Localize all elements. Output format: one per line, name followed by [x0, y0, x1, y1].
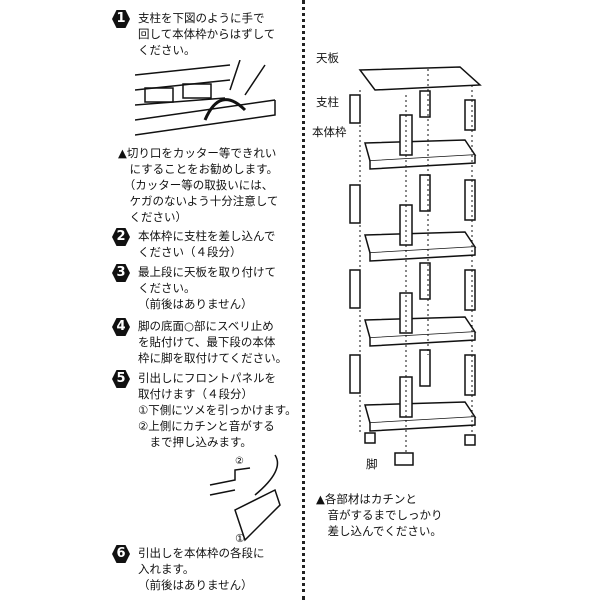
- assembly-note: ▲各部材はカチンと 音がするまでしっかり 差し込んでください。: [316, 492, 443, 538]
- step-text: 脚の底面○部にスベリ止め を貼付けて、最下段の本体 枠に脚を取付けてください。: [138, 319, 288, 365]
- step-number: 1: [112, 10, 130, 28]
- shelf-tower-exploded-view: [349, 66, 482, 466]
- step-number: 2: [112, 228, 130, 246]
- label-leg: 脚: [366, 457, 378, 471]
- step-number: 4: [112, 318, 130, 336]
- post-removal-illustration: [135, 60, 276, 136]
- marker-one: ①: [235, 532, 245, 545]
- step-5: 5 引出しにフロントパネルを 取付けます（４段分） ①下側にツメを引っかけます。…: [112, 370, 312, 450]
- step-1: 1 支柱を下図のように手で 回して本体枠からはずして ください。: [112, 10, 312, 58]
- label-post: 支柱: [316, 95, 339, 109]
- step-number: 6: [112, 545, 130, 563]
- step-3: 3 最上段に天板を取り付けて ください。 （前後はありません）: [112, 264, 312, 312]
- step-4: 4 脚の底面○部にスベリ止め を貼付けて、最下段の本体 枠に脚を取付けてください…: [112, 318, 312, 366]
- step-2: 2 本体枠に支柱を差し込んで ください（４段分）: [112, 228, 312, 260]
- step-text: 最上段に天板を取り付けて ください。 （前後はありません）: [138, 265, 276, 311]
- step-text: 引出しにフロントパネルを 取付けます（４段分） ①下側にツメを引っかけます。 ②…: [138, 371, 297, 449]
- front-panel-illustration: ② ①: [209, 454, 281, 545]
- marker-two: ②: [235, 456, 244, 467]
- step-6: 6 引出しを本体枠の各段に 入れます。 （前後はありません）: [112, 545, 312, 593]
- step-number: 3: [112, 264, 130, 282]
- cutting-note: ▲切り口をカッター等できれい にすることをお勧めします。 （カッター等の取扱いに…: [118, 146, 279, 224]
- step-text: 本体枠に支柱を差し込んで ください（４段分）: [138, 229, 276, 259]
- label-frame: 本体枠: [312, 125, 347, 139]
- label-top-board: 天板: [316, 51, 339, 65]
- step-number: 5: [112, 370, 130, 388]
- step-text: 支柱を下図のように手で 回して本体枠からはずして ください。: [138, 11, 276, 57]
- dotted-divider: [302, 0, 305, 600]
- step-text: 引出しを本体枠の各段に 入れます。 （前後はありません）: [138, 546, 265, 592]
